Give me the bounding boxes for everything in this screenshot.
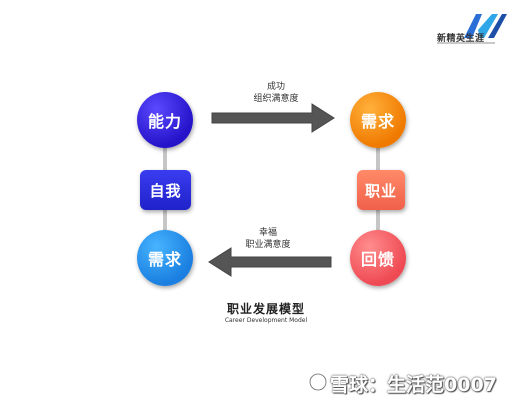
node-feedback: 回馈 — [350, 230, 406, 286]
logo-underline — [437, 42, 495, 44]
arrow-right — [211, 103, 335, 133]
logo-mark-icon — [464, 14, 507, 38]
logo-text: 新精英生涯 — [437, 34, 485, 44]
arrow-label-bottom-line1: 幸福 — [258, 228, 277, 238]
arrow-label-bottom-line2: 职业满意度 — [245, 240, 291, 250]
arrow-label-bottom: 幸福 职业满意度 — [228, 227, 308, 251]
diagram-subtitle: Career Development Model — [224, 317, 308, 324]
arrow-label-top-line1: 成功 — [266, 82, 285, 92]
diagram-title: 职业发展模型 — [226, 302, 305, 316]
node-need-bottom: 需求 — [137, 230, 193, 286]
node-job: 职业 — [357, 170, 405, 210]
snowball-icon — [308, 372, 328, 392]
node-ability: 能力 — [137, 92, 193, 148]
watermark-text: 雪球：生活范0007 — [330, 374, 497, 396]
node-self: 自我 — [140, 170, 191, 210]
arrow-label-top: 成功 组织满意度 — [236, 81, 316, 105]
arrow-label-top-line2: 组织满意度 — [253, 94, 299, 104]
node-need-top: 需求 — [350, 92, 406, 148]
arrow-left — [208, 247, 332, 277]
